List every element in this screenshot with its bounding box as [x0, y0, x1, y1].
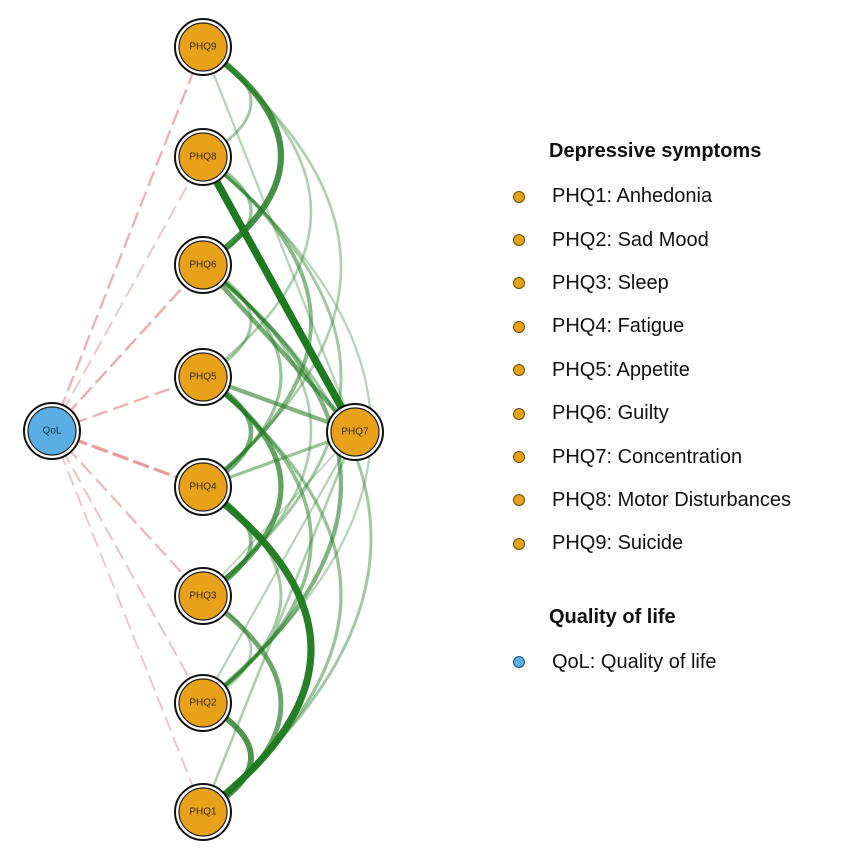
legend-item-label: PHQ1: Anhedonia	[552, 185, 713, 208]
node-label-phq3: PHQ3	[189, 591, 217, 602]
edge-qol-phq8	[51, 156, 204, 432]
edge-qol-phq6	[50, 263, 205, 433]
edge-qol-phq1	[51, 430, 204, 813]
edge-phq8-phq7	[199, 153, 359, 436]
node-label-phq9: PHQ9	[189, 42, 217, 53]
orange-dot-icon	[513, 451, 525, 464]
edge-qol-phq9	[50, 45, 205, 433]
legend-item-label: QoL: Quality of life	[552, 650, 717, 673]
edge-phq2-phq6	[200, 262, 343, 706]
node-phq7: PHQ7	[326, 403, 384, 461]
legend-item: PHQ3: Sleep	[510, 262, 845, 305]
node-label-phq5: PHQ5	[189, 372, 217, 383]
legend-heading-depressive: Depressive symptoms	[549, 140, 762, 162]
legend-item-label: PHQ5: Appetite	[552, 358, 690, 381]
node-label-phq4: PHQ4	[189, 482, 217, 493]
node-label-phq8: PHQ8	[189, 152, 217, 163]
legend-item-label: PHQ8: Motor Disturbances	[552, 488, 791, 511]
node-label-phq2: PHQ2	[189, 698, 217, 709]
legend-item: PHQ6: Guilty	[510, 392, 845, 435]
legend: Depressive symptoms PHQ1: Anhedonia PHQ2…	[510, 140, 845, 684]
node-phq2: PHQ2	[174, 674, 232, 732]
edge-phq1-phq4	[199, 483, 315, 816]
legend-item: PHQ1: Anhedonia	[510, 175, 845, 218]
node-label-phq1: PHQ1	[189, 807, 217, 818]
orange-dot-icon	[513, 190, 525, 203]
node-phq1: PHQ1	[174, 783, 232, 841]
edge-phq3-phq7	[202, 431, 356, 597]
orange-dot-icon	[513, 407, 525, 420]
legend-item-label: PHQ6: Guilty	[552, 402, 669, 425]
edge-phq6-phq9	[199, 43, 284, 269]
edge-qol-phq3	[50, 429, 205, 598]
legend-item: QoL: Quality of life	[510, 641, 845, 684]
edge-phq3-phq5	[200, 374, 284, 599]
legend-item: PHQ9: Suicide	[510, 522, 845, 565]
orange-dot-icon	[513, 364, 525, 377]
orange-dot-icon	[513, 494, 525, 507]
legend-item: PHQ5: Appetite	[510, 349, 845, 392]
blue-dot-icon	[513, 656, 525, 669]
node-phq8: PHQ8	[174, 128, 232, 186]
node-phq3: PHQ3	[174, 567, 232, 625]
edge-phq2-phq7	[201, 430, 357, 705]
orange-dot-icon	[513, 277, 525, 290]
node-phq9: PHQ9	[174, 18, 232, 76]
legend-item: PHQ2: Sad Mood	[510, 218, 845, 261]
node-phq6: PHQ6	[174, 236, 232, 294]
legend-item-label: PHQ9: Suicide	[552, 532, 684, 555]
edge-qol-phq2	[51, 430, 204, 704]
orange-dot-icon	[513, 320, 525, 333]
orange-dot-icon	[513, 537, 525, 550]
node-label-phq6: PHQ6	[189, 260, 217, 271]
edge-phq6-phq7	[200, 262, 358, 435]
legend-item-label: PHQ3: Sleep	[552, 271, 669, 294]
legend-item-label: PHQ2: Sad Mood	[552, 228, 709, 251]
edge-phq7-phq9	[201, 45, 357, 434]
legend-item: PHQ4: Fatigue	[510, 305, 845, 348]
edge-phq1-phq7	[201, 430, 357, 814]
node-qol: QoL	[23, 402, 81, 460]
node-phq5: PHQ5	[174, 348, 232, 406]
edge-phq4-phq8	[201, 155, 313, 489]
node-label-phq7: PHQ7	[341, 427, 369, 438]
legend-item: PHQ7: Concentration	[510, 435, 845, 478]
legend-item: PHQ8: Motor Disturbances	[510, 479, 845, 522]
legend-heading-quality: Quality of life	[549, 605, 676, 628]
node-phq4: PHQ4	[174, 458, 232, 516]
legend-item-label: PHQ7: Concentration	[552, 445, 743, 468]
node-label-qol: QoL	[43, 426, 62, 437]
legend-item-label: PHQ4: Fatigue	[552, 315, 685, 338]
orange-dot-icon	[513, 234, 525, 247]
